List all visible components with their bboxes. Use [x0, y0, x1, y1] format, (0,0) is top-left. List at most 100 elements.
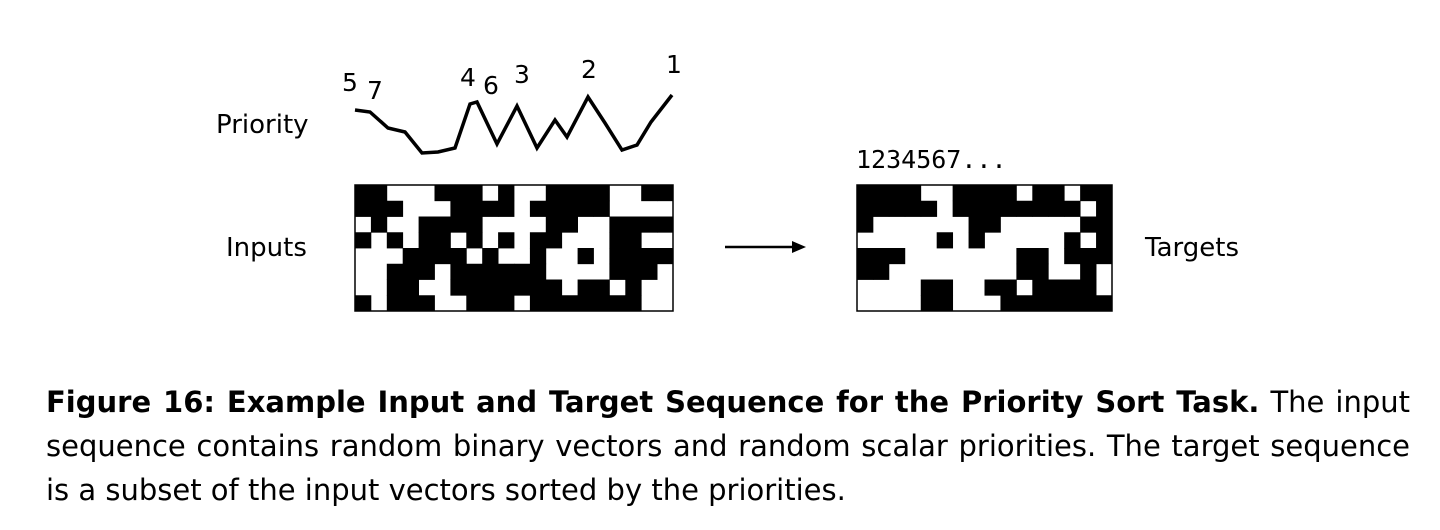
inputs-grid-cell — [466, 263, 483, 280]
inputs-grid-cell — [529, 263, 547, 280]
inputs-grid-cell — [450, 200, 467, 217]
targets-grid-cell — [1064, 248, 1081, 265]
figure-caption: Figure 16: Example Input and Target Sequ… — [46, 380, 1410, 512]
inputs-grid-cell — [545, 232, 563, 249]
inputs-grid-cell — [466, 295, 483, 312]
targets-grid-cell — [1064, 200, 1081, 217]
inputs-grid-cell — [386, 295, 404, 312]
targets-grid — [856, 184, 1113, 312]
inputs-grid-cell — [370, 216, 388, 233]
targets-grid-cell — [1096, 216, 1113, 233]
inputs-grid-cell — [498, 232, 515, 249]
targets-grid-cell — [936, 295, 954, 312]
inputs-grid-cell — [418, 216, 435, 233]
targets-grid-cell — [1080, 185, 1097, 202]
inputs-grid — [354, 184, 674, 312]
inputs-grid-cell — [402, 279, 419, 296]
inputs-grid-cell — [577, 279, 594, 296]
inputs-grid-cell — [609, 263, 626, 280]
inputs-grid-cell — [625, 232, 642, 249]
targets-grid-cell — [1000, 200, 1017, 217]
inputs-grid-cell — [529, 200, 547, 217]
caption-body: The input sequence contains random binar… — [46, 385, 1411, 507]
inputs-grid-cell — [355, 185, 372, 202]
inputs-grid-cell — [545, 185, 563, 202]
inputs-grid-cell — [386, 200, 404, 217]
inputs-grid-cell — [402, 295, 419, 312]
inputs-grid-cell — [418, 232, 435, 249]
inputs-grid-cell — [386, 263, 404, 280]
targets-grid-cell — [936, 279, 954, 296]
inputs-grid-cell — [498, 295, 515, 312]
inputs-grid-cell — [498, 263, 515, 280]
inputs-grid-cell — [466, 232, 483, 249]
inputs-grid-cell — [434, 185, 451, 202]
targets-grid-cell — [1016, 263, 1033, 280]
inputs-grid-cell — [466, 216, 483, 233]
targets-grid-cell — [1048, 279, 1065, 296]
inputs-grid-cell — [434, 248, 451, 265]
inputs-grid-cell — [577, 295, 594, 312]
priority-number-5: 3 — [514, 60, 530, 89]
targets-grid-cell — [1096, 200, 1113, 217]
targets-grid-cell — [1064, 295, 1081, 312]
targets-grid-cell — [1048, 200, 1065, 217]
inputs-grid-cell — [434, 232, 451, 249]
target-order-text: 1234567... — [856, 145, 1007, 174]
targets-grid-cell — [1064, 279, 1081, 296]
targets-grid-cell — [1096, 185, 1113, 202]
inputs-grid-cell — [593, 185, 610, 202]
targets-grid-cell — [904, 185, 922, 202]
targets-grid-cell — [857, 200, 874, 217]
targets-grid-cell — [984, 185, 1001, 202]
priority-number-4: 6 — [483, 71, 499, 100]
targets-grid-cell — [1064, 232, 1081, 249]
inputs-grid-cell — [529, 232, 547, 249]
inputs-grid-cell — [386, 232, 404, 249]
targets-grid-cell — [1096, 295, 1113, 312]
inputs-grid-cell — [609, 248, 626, 265]
inputs-grid-cell — [529, 248, 547, 265]
inputs-grid-cell — [466, 279, 483, 296]
inputs-grid-cell — [641, 263, 658, 280]
targets-grid-cell — [872, 185, 890, 202]
targets-grid-cells — [857, 185, 1113, 312]
targets-grid-cell — [857, 185, 874, 202]
inputs-grid-cell — [450, 248, 467, 265]
priority-number-3: 4 — [460, 63, 476, 92]
inputs-grid-cell — [593, 279, 610, 296]
targets-grid-cell — [1080, 216, 1097, 233]
inputs-grid-cell — [355, 232, 372, 249]
priority-sort-figure: Priority Inputs Targets 5 7 4 6 3 2 1 12… — [216, 50, 1239, 312]
targets-grid-cell — [872, 200, 890, 217]
inputs-grid-cell — [402, 248, 419, 265]
targets-grid-cell — [1032, 200, 1049, 217]
inputs-grid-cell — [370, 185, 388, 202]
targets-grid-cell — [968, 232, 985, 249]
inputs-grid-cell — [545, 279, 563, 296]
targets-grid-cell — [936, 232, 954, 249]
inputs-grid-cell — [545, 200, 563, 217]
targets-grid-cell — [1000, 185, 1017, 202]
inputs-grid-cell — [577, 200, 594, 217]
inputs-grid-cell — [482, 248, 499, 265]
inputs-grid-cell — [482, 279, 499, 296]
inputs-grid-cell — [625, 279, 642, 296]
inputs-grid-cell — [545, 295, 563, 312]
inputs-label: Inputs — [226, 233, 307, 263]
inputs-grid-cell — [577, 248, 594, 265]
priority-number-7: 1 — [666, 50, 682, 79]
inputs-grid-cell — [657, 185, 674, 202]
inputs-grid-cell — [609, 232, 626, 249]
inputs-grid-cell — [593, 200, 610, 217]
targets-grid-cell — [1032, 295, 1049, 312]
targets-grid-cell — [1016, 295, 1033, 312]
inputs-grid-cell — [355, 200, 372, 217]
targets-grid-cell — [1016, 200, 1033, 217]
inputs-grid-cell — [418, 248, 435, 265]
targets-label: Targets — [1144, 233, 1239, 263]
inputs-grid-cell — [450, 279, 467, 296]
targets-grid-cell — [1016, 248, 1033, 265]
inputs-grid-cell — [514, 263, 531, 280]
priority-number-2: 7 — [367, 76, 383, 105]
